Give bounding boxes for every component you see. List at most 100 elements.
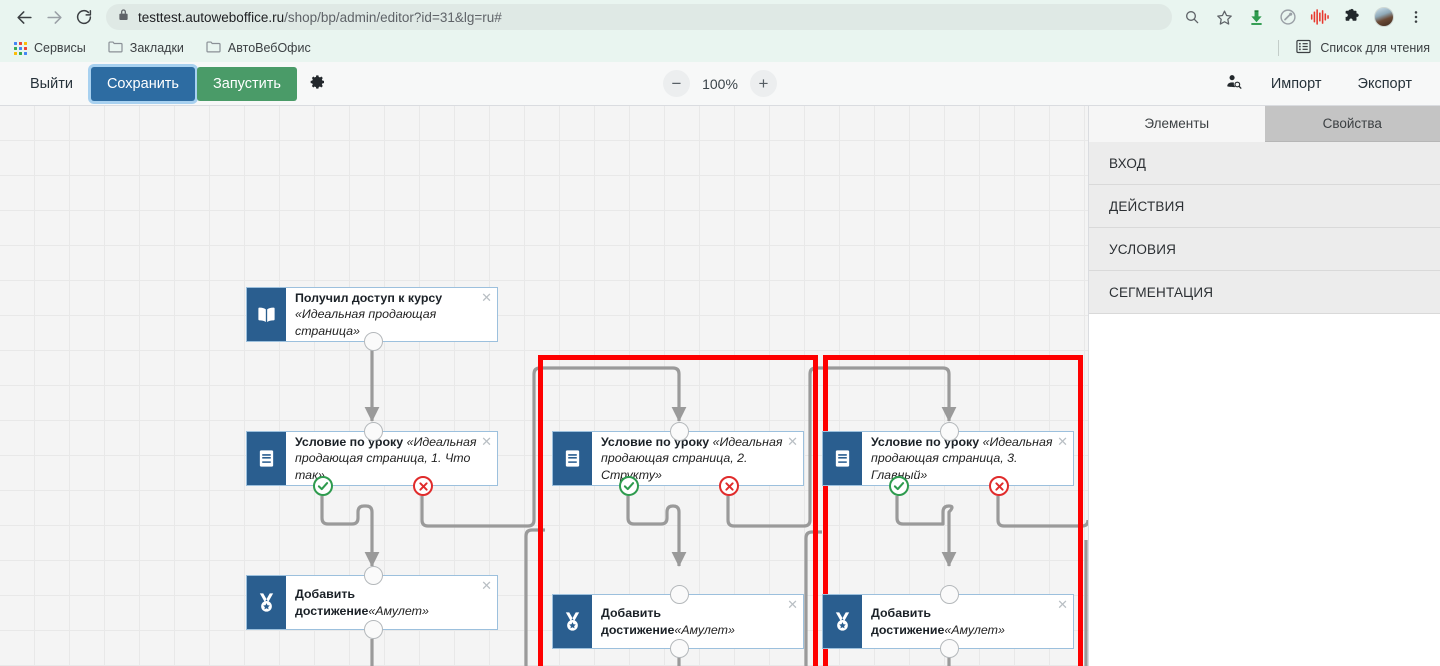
save-button[interactable]: Сохранить (90, 66, 195, 101)
bookmark-star-icon[interactable] (1210, 3, 1238, 31)
folder-icon (108, 40, 123, 56)
main-area: Получил доступ к курсу «Идеальная продаю… (0, 106, 1440, 666)
port-yes[interactable] (619, 476, 639, 496)
bookmark-item-zakladki[interactable]: Закладки (108, 40, 184, 56)
node-label: Условие по уроку «Идеальная продающая ст… (295, 434, 477, 482)
bookmark-label: Сервисы (34, 41, 86, 55)
lesson-book-icon (823, 432, 862, 485)
port-yes[interactable] (889, 476, 909, 496)
port-in[interactable] (940, 422, 959, 441)
node-add-achievement-2[interactable]: Добавить достижение«Амулет» ✕ (552, 585, 804, 658)
user-search-button[interactable] (1217, 67, 1251, 101)
reading-list-icon (1296, 39, 1312, 57)
close-icon[interactable]: ✕ (481, 578, 492, 593)
app-toolbar: Выйти Сохранить Запустить − 100% + Импор… (0, 62, 1440, 106)
port-in[interactable] (364, 566, 383, 585)
port-no[interactable] (413, 476, 433, 496)
page-zoom-search-icon[interactable] (1178, 3, 1206, 31)
flow-canvas[interactable]: Получил доступ к курсу «Идеальная продаю… (0, 106, 1088, 666)
node-add-achievement-3[interactable]: Добавить достижение«Амулет» ✕ (822, 585, 1074, 658)
bookmark-item-apps[interactable]: Сервисы (14, 41, 86, 55)
close-icon[interactable]: ✕ (787, 434, 798, 449)
node-label: Добавить достижение«Амулет» (295, 587, 429, 618)
sidebar-section-usloviya[interactable]: УСЛОВИЯ (1089, 228, 1440, 271)
selection-rectangle-group-3[interactable] (823, 355, 1083, 666)
tab-elements[interactable]: Элементы (1089, 106, 1265, 142)
back-arrow-icon[interactable] (10, 3, 38, 31)
port-in[interactable] (364, 422, 383, 441)
sidebar-section-segmentatsiya[interactable]: СЕГМЕНТАЦИЯ (1089, 271, 1440, 314)
gear-icon (310, 74, 326, 94)
settings-gear-button[interactable] (301, 67, 335, 101)
medal-icon (823, 595, 862, 648)
run-button[interactable]: Запустить (197, 66, 297, 101)
node-condition-lesson-1[interactable]: Условие по уроку «Идеальная продающая ст… (246, 422, 498, 496)
profile-avatar[interactable] (1370, 3, 1398, 31)
import-button[interactable]: Импорт (1255, 67, 1338, 101)
exit-button[interactable]: Выйти (14, 67, 89, 101)
apps-grid-icon (14, 41, 27, 55)
port-out[interactable] (670, 639, 689, 658)
port-no[interactable] (719, 476, 739, 496)
audio-waveform-icon[interactable] (1306, 3, 1334, 31)
node-add-achievement-1[interactable]: Добавить достижение«Амулет» ✕ (246, 566, 498, 639)
reload-icon[interactable] (70, 3, 98, 31)
port-no[interactable] (989, 476, 1009, 496)
close-icon[interactable]: ✕ (481, 290, 492, 305)
export-button[interactable]: Экспорт (1342, 67, 1428, 101)
port-out[interactable] (364, 620, 383, 639)
extension-circle-icon[interactable] (1274, 3, 1302, 31)
node-body: Получил доступ к курсу «Идеальная продаю… (286, 288, 497, 341)
port-in[interactable] (670, 585, 689, 604)
open-book-icon (247, 288, 286, 341)
selection-rectangle-group-2[interactable] (538, 355, 818, 666)
port-in[interactable] (670, 422, 689, 441)
address-bar[interactable]: testtest.autoweboffice.ru/shop/bp/admin/… (106, 4, 1172, 30)
port-in[interactable] (940, 585, 959, 604)
zoom-in-button[interactable]: + (750, 70, 777, 97)
bookmark-label: Закладки (129, 41, 184, 55)
browser-chrome: testtest.autoweboffice.ru/shop/bp/admin/… (0, 0, 1440, 62)
sidebar-section-deystviya[interactable]: ДЕЙСТВИЯ (1089, 185, 1440, 228)
folder-icon (206, 40, 221, 56)
node-label: Условие по уроку «Идеальная продающая ст… (601, 434, 783, 482)
node-course-access[interactable]: Получил доступ к курсу «Идеальная продаю… (246, 287, 498, 351)
lesson-book-icon (247, 432, 286, 485)
close-icon[interactable]: ✕ (481, 434, 492, 449)
node-body: Добавить достижение«Амулет» ✕ (862, 595, 1073, 648)
bookmark-label: АвтоВебОфис (227, 41, 311, 55)
browser-url-bar-row: testtest.autoweboffice.ru/shop/bp/admin/… (0, 0, 1440, 34)
right-sidebar: Элементы Свойства ВХОД ДЕЙСТВИЯ УСЛОВИЯ … (1088, 106, 1440, 666)
forward-arrow-icon[interactable] (40, 3, 68, 31)
divider (1278, 40, 1280, 56)
node-body: Условие по уроку «Идеальная продающая ст… (286, 432, 497, 485)
close-icon[interactable]: ✕ (1057, 597, 1068, 612)
node-condition-lesson-3[interactable]: Условие по уроку «Идеальная продающая ст… (822, 422, 1074, 496)
bookmarks-bar: Сервисы Закладки АвтоВебОфис Список для … (0, 34, 1440, 62)
toolbar-right-group: Импорт Экспорт (1217, 67, 1440, 101)
close-icon[interactable]: ✕ (787, 597, 798, 612)
node-body: Условие по уроку «Идеальная продающая ст… (592, 432, 803, 485)
node-label: Добавить достижение«Амулет» (601, 606, 735, 637)
bookmark-item-autoweboffice[interactable]: АвтоВебОфис (206, 40, 311, 56)
port-out[interactable] (364, 332, 383, 351)
reading-list-button[interactable]: Список для чтения (1278, 39, 1430, 57)
tab-properties[interactable]: Свойства (1264, 106, 1440, 142)
address-bar-url: testtest.autoweboffice.ru/shop/bp/admin/… (138, 9, 502, 25)
zoom-controls: − 100% + (663, 70, 777, 97)
zoom-level-label: 100% (702, 75, 738, 92)
close-icon[interactable]: ✕ (1057, 434, 1068, 449)
node-condition-lesson-2[interactable]: Условие по уроку «Идеальная продающая ст… (552, 422, 804, 496)
zoom-out-button[interactable]: − (663, 70, 690, 97)
port-out[interactable] (940, 639, 959, 658)
sidebar-tabs: Элементы Свойства (1089, 106, 1440, 142)
reading-list-label: Список для чтения (1320, 41, 1430, 55)
port-yes[interactable] (313, 476, 333, 496)
three-dot-menu-icon[interactable] (1402, 3, 1430, 31)
sidebar-section-vhod[interactable]: ВХОД (1089, 142, 1440, 185)
extensions-puzzle-icon[interactable] (1338, 3, 1366, 31)
medal-icon (553, 595, 592, 648)
flow-connectors (320, 350, 1088, 666)
download-icon[interactable] (1242, 3, 1270, 31)
node-label: Добавить достижение«Амулет» (871, 606, 1005, 637)
